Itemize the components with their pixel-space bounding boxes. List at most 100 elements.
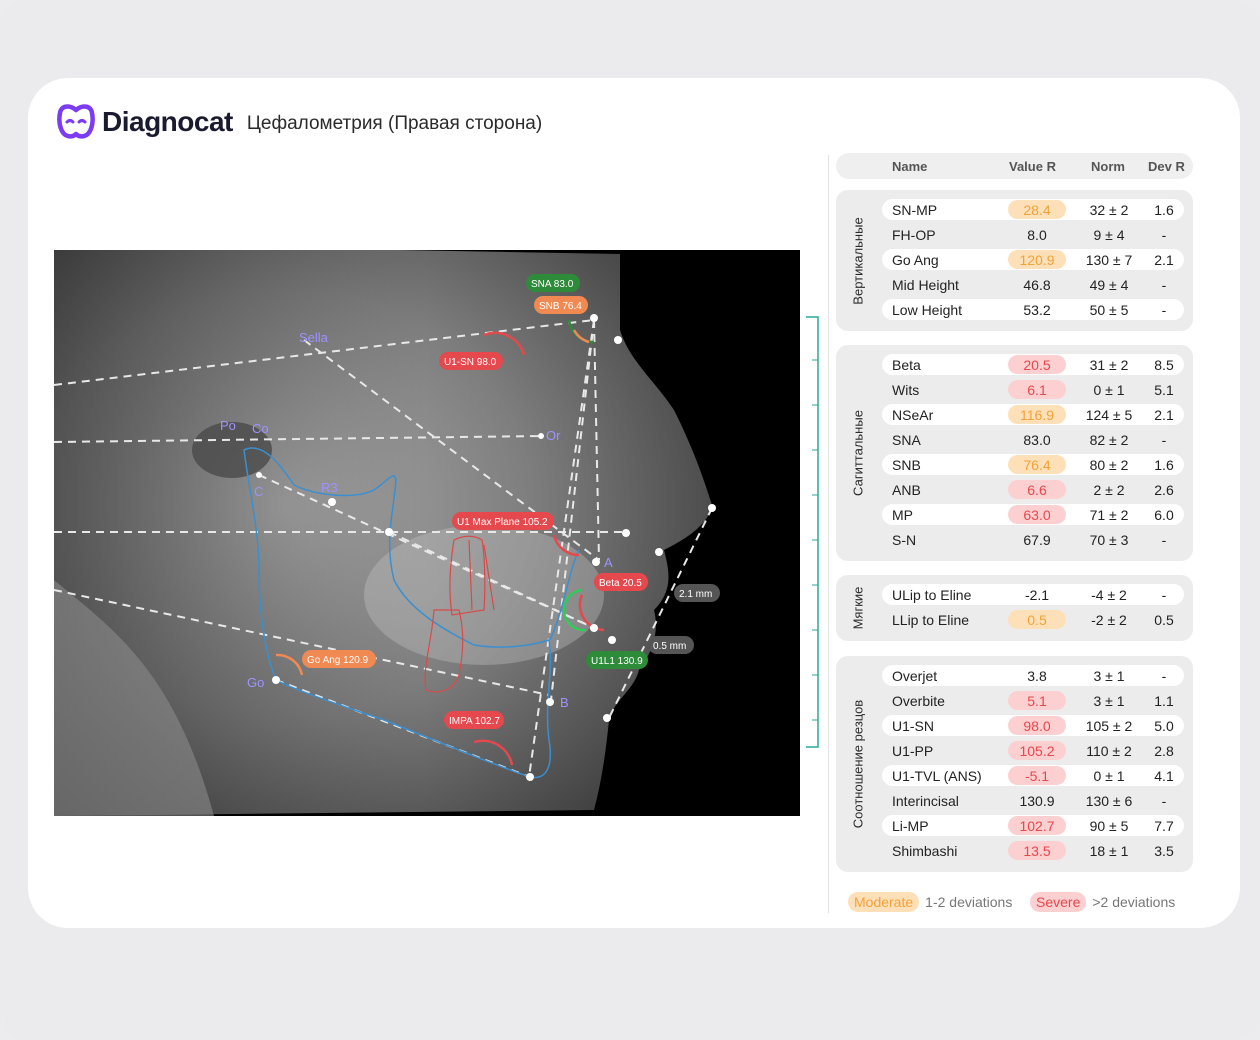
u1sn-label: U1-SN 98.0 [444, 357, 497, 368]
group-label: Мягкие [836, 575, 880, 641]
row-value: -2.1 [1024, 587, 1050, 603]
group-label: Вертикальные [836, 190, 880, 331]
legend-moderate-text: 1-2 deviations [925, 894, 1013, 910]
sna-label: SNA 83.0 [531, 279, 574, 290]
deviation-highlight [1008, 405, 1066, 424]
row-dev: 8.5 [1154, 357, 1174, 373]
row-name: ANB [892, 482, 921, 498]
group-label-text: Соотношение резцов [850, 699, 866, 829]
landmark-a: A [604, 555, 613, 570]
impa-label: IMPA 102.7 [449, 716, 500, 727]
deviation-highlight [1008, 716, 1066, 735]
row-norm: 18 ± 1 [1089, 843, 1129, 859]
cephalogram-image[interactable]: Sella Po Co Or C R3 A B Go SNA 83.0 SNB … [54, 250, 800, 816]
row-name: U1-SN [892, 718, 935, 734]
row-value: 105.2 [1019, 743, 1055, 759]
group-label: Сагиттальные [836, 345, 880, 561]
row-value: 3.8 [1027, 668, 1047, 684]
deviation-highlight [1008, 480, 1066, 499]
row-dev: - [1161, 587, 1167, 603]
row-value: 46.8 [1023, 277, 1051, 293]
row-name: Low Height [892, 302, 963, 318]
group-label-text: Вертикальные [850, 216, 866, 305]
table-row[interactable]: ULip to Eline-2.1-4 ± 2- [882, 584, 1184, 605]
group-label-text: Сагиттальные [850, 410, 866, 496]
group-label: Соотношение резцов [836, 656, 880, 872]
header-name: Name [892, 159, 928, 174]
row-dev: 2.1 [1154, 407, 1174, 423]
row-norm: 31 ± 2 [1089, 357, 1129, 373]
cephalogram-svg: Sella Po Co Or C R3 A B Go SNA 83.0 SNB … [54, 250, 800, 816]
deviation-highlight [1008, 841, 1066, 860]
row-name: NSeAr [892, 407, 934, 423]
row-dev: - [1161, 793, 1167, 809]
row-norm: 130 ± 7 [1085, 252, 1133, 268]
sna-badge [526, 274, 580, 292]
row-value: 20.5 [1023, 357, 1051, 373]
row-value: -5.1 [1024, 768, 1050, 784]
beta-badge [594, 573, 648, 591]
legend-severe-text: >2 deviations [1092, 894, 1176, 910]
deviation-highlight [1008, 250, 1066, 269]
impa-badge [444, 711, 504, 729]
landmark-co: Co [252, 421, 269, 436]
u1l1-label: U1L1 130.9 [591, 656, 643, 667]
row-norm: 50 ± 5 [1089, 302, 1129, 318]
row-norm: 0 ± 1 [1093, 382, 1125, 398]
goang-label: Go Ang 120.9 [307, 655, 369, 666]
llip-mm-badge [648, 636, 694, 654]
row-dev: 5.1 [1154, 382, 1174, 398]
row-name: Li-MP [892, 818, 929, 834]
row-value: 6.6 [1027, 482, 1047, 498]
row-norm: 130 ± 6 [1085, 793, 1133, 809]
scale-ruler [806, 316, 819, 748]
row-name: Overjet [892, 668, 938, 684]
row-name: Go Ang [892, 252, 939, 268]
row-value: 28.4 [1023, 202, 1051, 218]
legend-moderate-chip: Moderate [848, 892, 920, 912]
beta-label: Beta 20.5 [599, 578, 642, 589]
landmark-labels: Sella Po Co Or C R3 A B Go [220, 330, 613, 710]
ulip-mm-label: 2.1 mm [679, 589, 712, 600]
group-label-text: Мягкие [850, 586, 866, 630]
table-row[interactable]: Beta 20.5 31 ± 2 8.5 [882, 354, 1184, 375]
goang-badge [302, 650, 376, 668]
row-norm: -2 ± 2 [1091, 612, 1127, 628]
row-value: 116.9 [1020, 407, 1054, 423]
row-dev: 1.6 [1154, 202, 1174, 218]
deviation-highlight [1008, 505, 1066, 524]
row-norm: 71 ± 2 [1089, 507, 1129, 523]
u1sn-badge [439, 352, 503, 370]
deviation-highlight [1008, 380, 1066, 399]
landmark-sella: Sella [299, 330, 329, 345]
deviation-highlight [1008, 610, 1066, 629]
row-dev: - [1161, 302, 1167, 318]
row-name: Wits [892, 382, 920, 398]
row-dev: 2.1 [1154, 252, 1174, 268]
deviation-highlight [1008, 741, 1066, 760]
row-name: Beta [892, 357, 921, 373]
